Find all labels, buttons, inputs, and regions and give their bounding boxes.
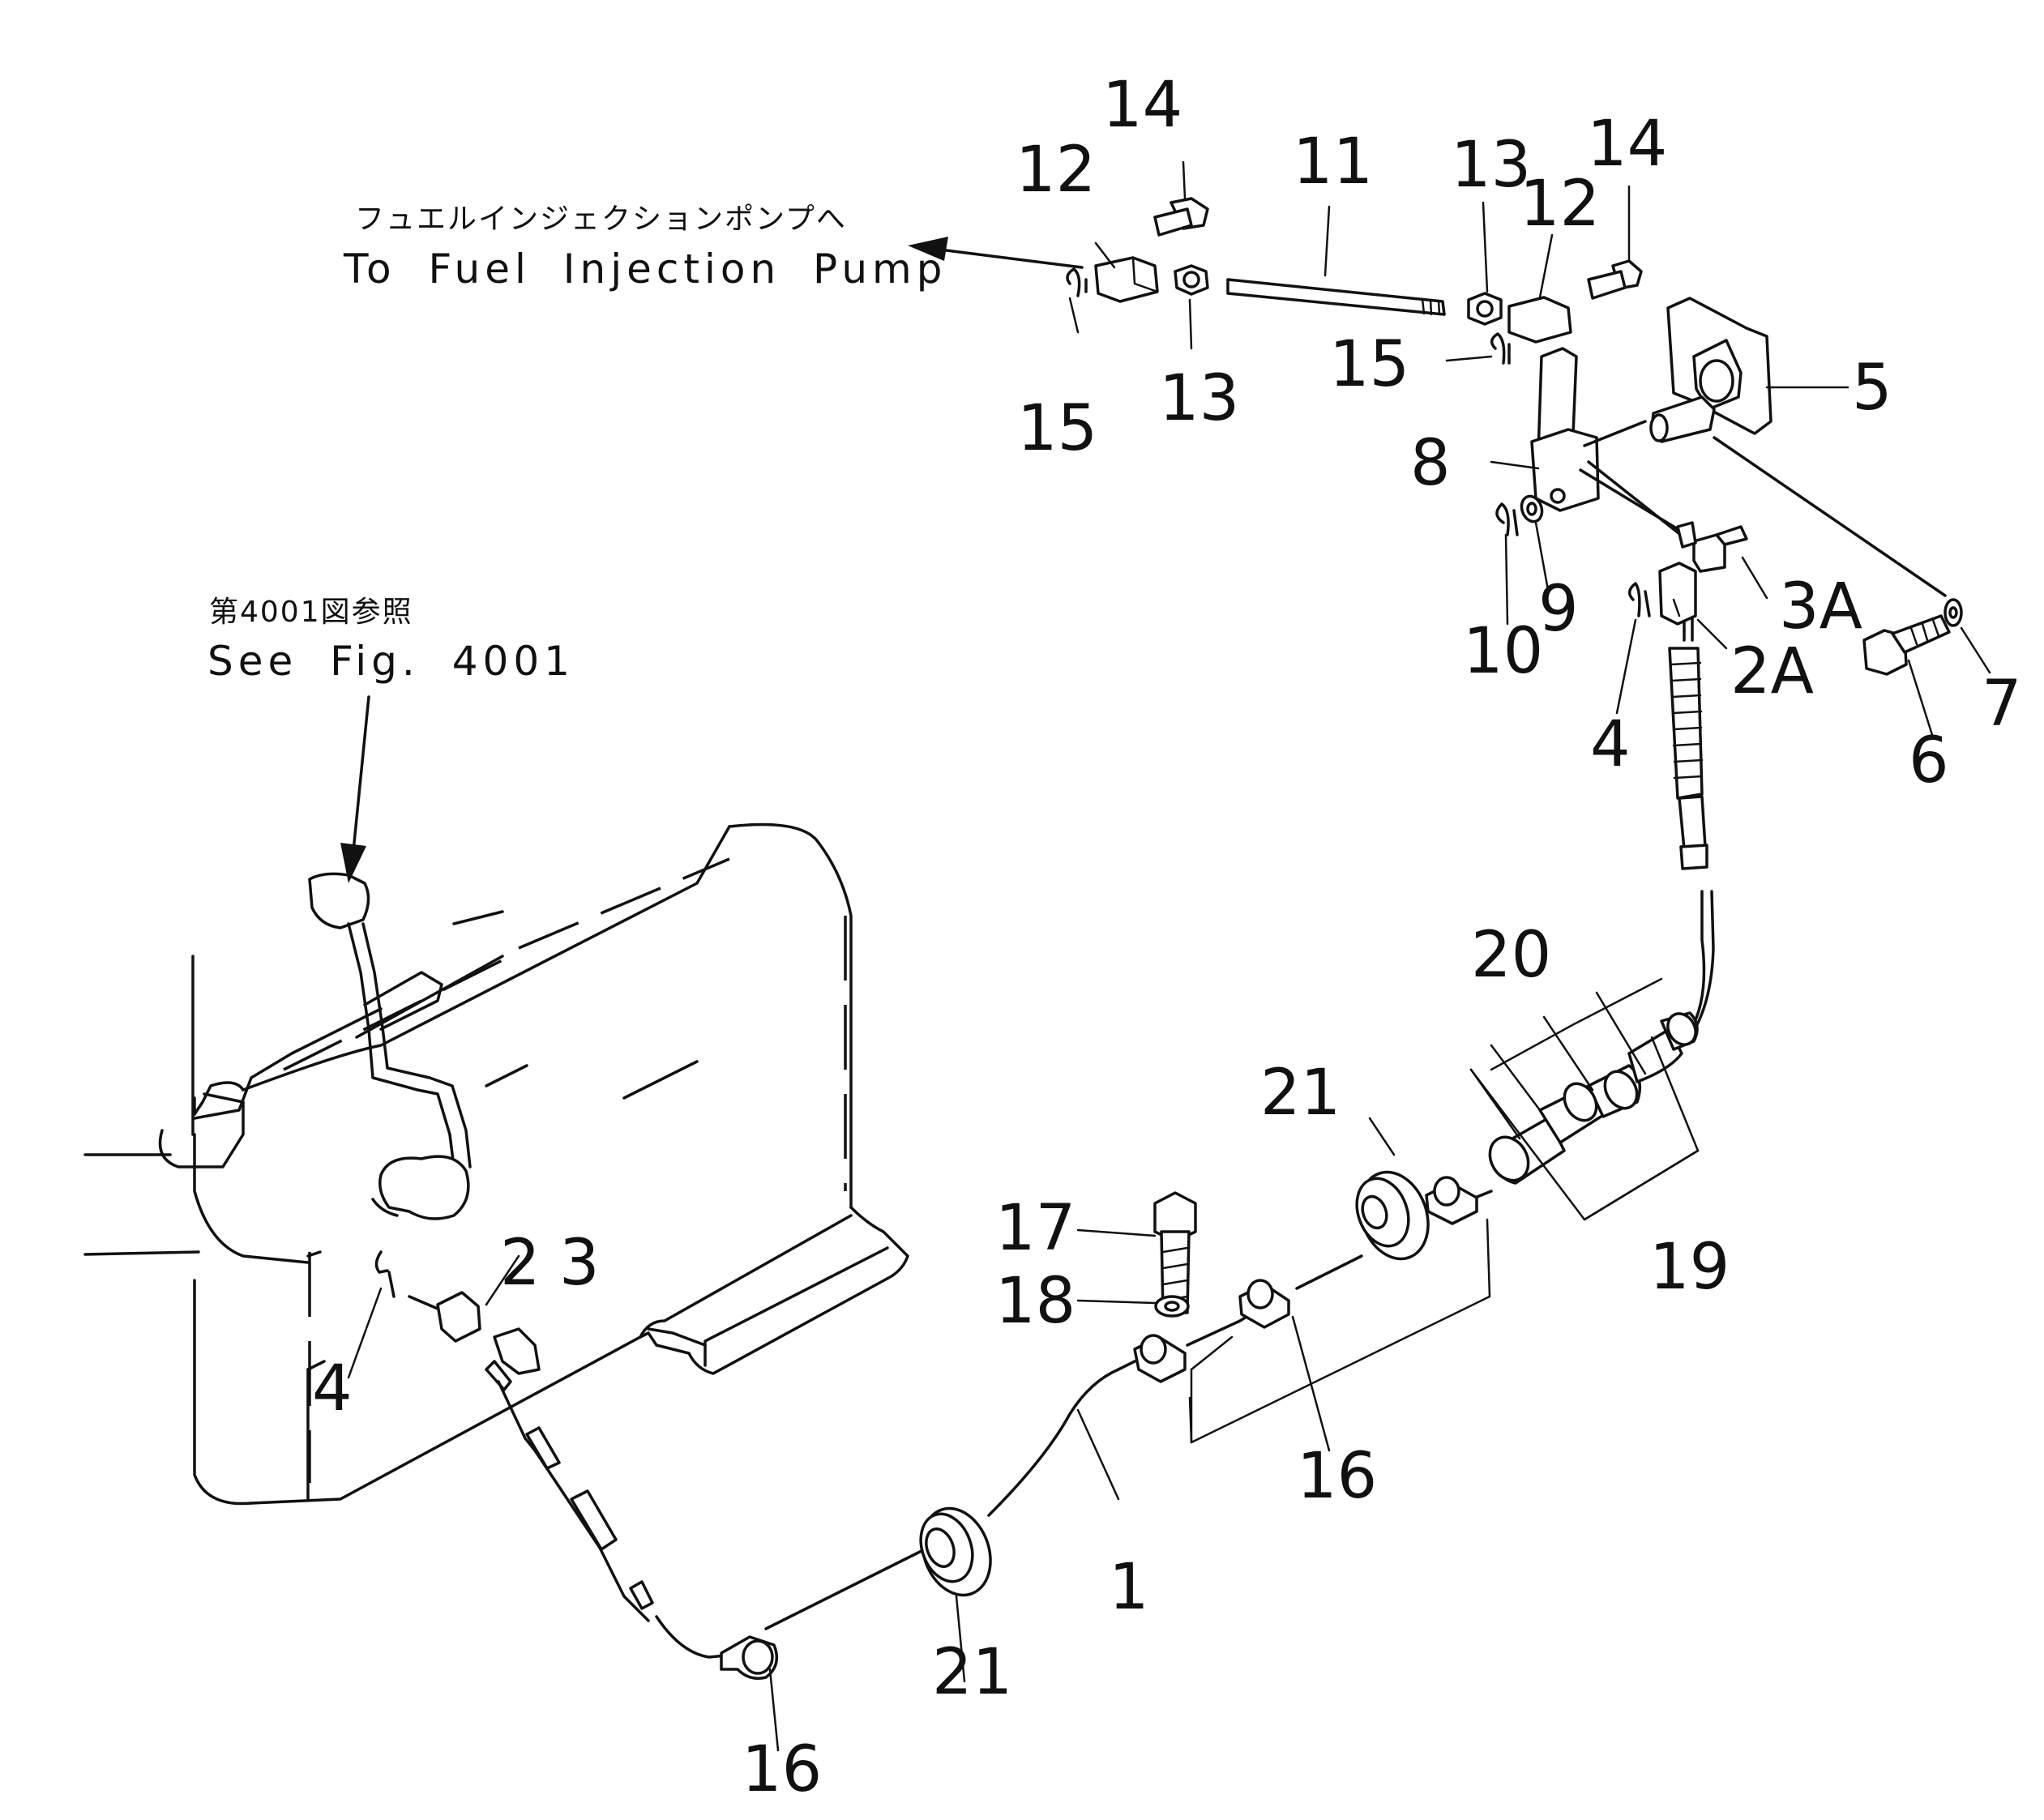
callout-8: 8 xyxy=(1410,427,1451,500)
callout-4-right: 4 xyxy=(1590,708,1631,781)
nut-13-right xyxy=(1467,292,1503,326)
callout-12-right: 12 xyxy=(1520,168,1600,241)
clip-pin-4-right xyxy=(1627,582,1651,617)
washer-7 xyxy=(1944,598,1963,627)
callouts: 14 12 11 13 12 14 15 15 13 5 8 10 9 3A 2… xyxy=(312,69,2022,1806)
bolt-6-leader-line xyxy=(1713,436,1947,597)
clamp-16-mid-b xyxy=(1238,1279,1290,1329)
cotter-pin-15-right xyxy=(1490,332,1511,365)
callout-21-mid: 21 xyxy=(1260,1057,1341,1130)
yoke-12-left xyxy=(1094,256,1159,303)
callout-1: 1 xyxy=(1109,1551,1149,1624)
callout-10: 10 xyxy=(1463,615,1543,688)
grommet-21-mid xyxy=(1355,1170,1430,1261)
engine-body xyxy=(83,822,909,1506)
lever-knob xyxy=(308,872,370,929)
grommet-21-bottom xyxy=(919,1506,992,1597)
pump-note-english: To Fuel Injection Pump xyxy=(344,246,947,293)
callout-15-right: 15 xyxy=(1329,328,1409,401)
callout-13-right: 13 xyxy=(1451,129,1531,202)
callout-18: 18 xyxy=(995,1265,1075,1338)
figure-ref-japanese: 第4001図参照 xyxy=(209,596,413,629)
bracket-5 xyxy=(1649,297,1772,443)
pump-note-japanese: フュエルインジェクションポンプへ xyxy=(355,203,847,236)
callout-3a: 3A xyxy=(1779,570,1862,643)
callout-15-left: 15 xyxy=(1017,392,1097,465)
callout-7: 7 xyxy=(1982,668,2022,741)
cotter-pin-10 xyxy=(1495,502,1519,536)
pump-direction-arrow xyxy=(908,237,1084,269)
callout-17: 17 xyxy=(995,1192,1075,1265)
clamp-16-mid-a xyxy=(1133,1334,1187,1383)
callout-6: 6 xyxy=(1909,724,1949,797)
yoke-2a xyxy=(1658,562,1697,626)
leader-lines xyxy=(347,160,1991,1752)
callout-5: 5 xyxy=(1852,352,1892,425)
callout-19: 19 xyxy=(1649,1231,1730,1304)
callout-2a: 2A xyxy=(1730,635,1814,708)
figure-ref-arrow xyxy=(340,695,370,883)
left-clip-pin-4 xyxy=(374,1250,396,1298)
bolt-14-left xyxy=(1153,197,1209,237)
clamp-16-mid-c xyxy=(1425,1176,1478,1225)
callout-2: 2 xyxy=(500,1227,541,1300)
bolt-14-right xyxy=(1587,259,1643,300)
callout-12-left: 12 xyxy=(1016,134,1096,207)
cotter-pin-15-left xyxy=(1066,267,1088,297)
callout-3: 3 xyxy=(559,1227,600,1300)
bolt-6 xyxy=(1862,614,1951,676)
nut-13-left xyxy=(1174,264,1209,296)
callout-21-bottom: 21 xyxy=(932,1636,1012,1709)
callout-16-mid: 16 xyxy=(1297,1440,1377,1513)
callout-4-left: 4 xyxy=(312,1352,353,1425)
left-pin-3 xyxy=(493,1327,541,1375)
callout-20: 20 xyxy=(1471,919,1551,992)
control-cable xyxy=(485,890,1715,1659)
clamp-16-bottom xyxy=(720,1635,779,1680)
lever-8 xyxy=(1530,347,1697,549)
figure-ref-english: See Fig. 4001 xyxy=(207,638,575,685)
callout-14-right: 14 xyxy=(1587,108,1667,181)
cable-end-upper xyxy=(1668,614,1708,870)
link-rod-11 xyxy=(1226,278,1446,316)
callout-9: 9 xyxy=(1538,573,1579,646)
washer-9 xyxy=(1520,494,1544,523)
boot-assembly-19-20 xyxy=(1488,1011,1699,1185)
bolt-17 xyxy=(1153,1191,1197,1314)
throttle-lever xyxy=(308,872,472,1220)
callout-14-left: 14 xyxy=(1102,69,1182,142)
left-yoke-2 xyxy=(408,1291,481,1343)
yoke-12-right xyxy=(1507,296,1572,344)
callout-16-bottom: 16 xyxy=(742,1733,822,1806)
washer-18 xyxy=(1154,1295,1190,1318)
callout-13-left: 13 xyxy=(1159,362,1239,435)
pin-3a xyxy=(1692,525,1748,573)
lever-bracket xyxy=(378,1155,470,1220)
callout-11: 11 xyxy=(1293,126,1373,199)
